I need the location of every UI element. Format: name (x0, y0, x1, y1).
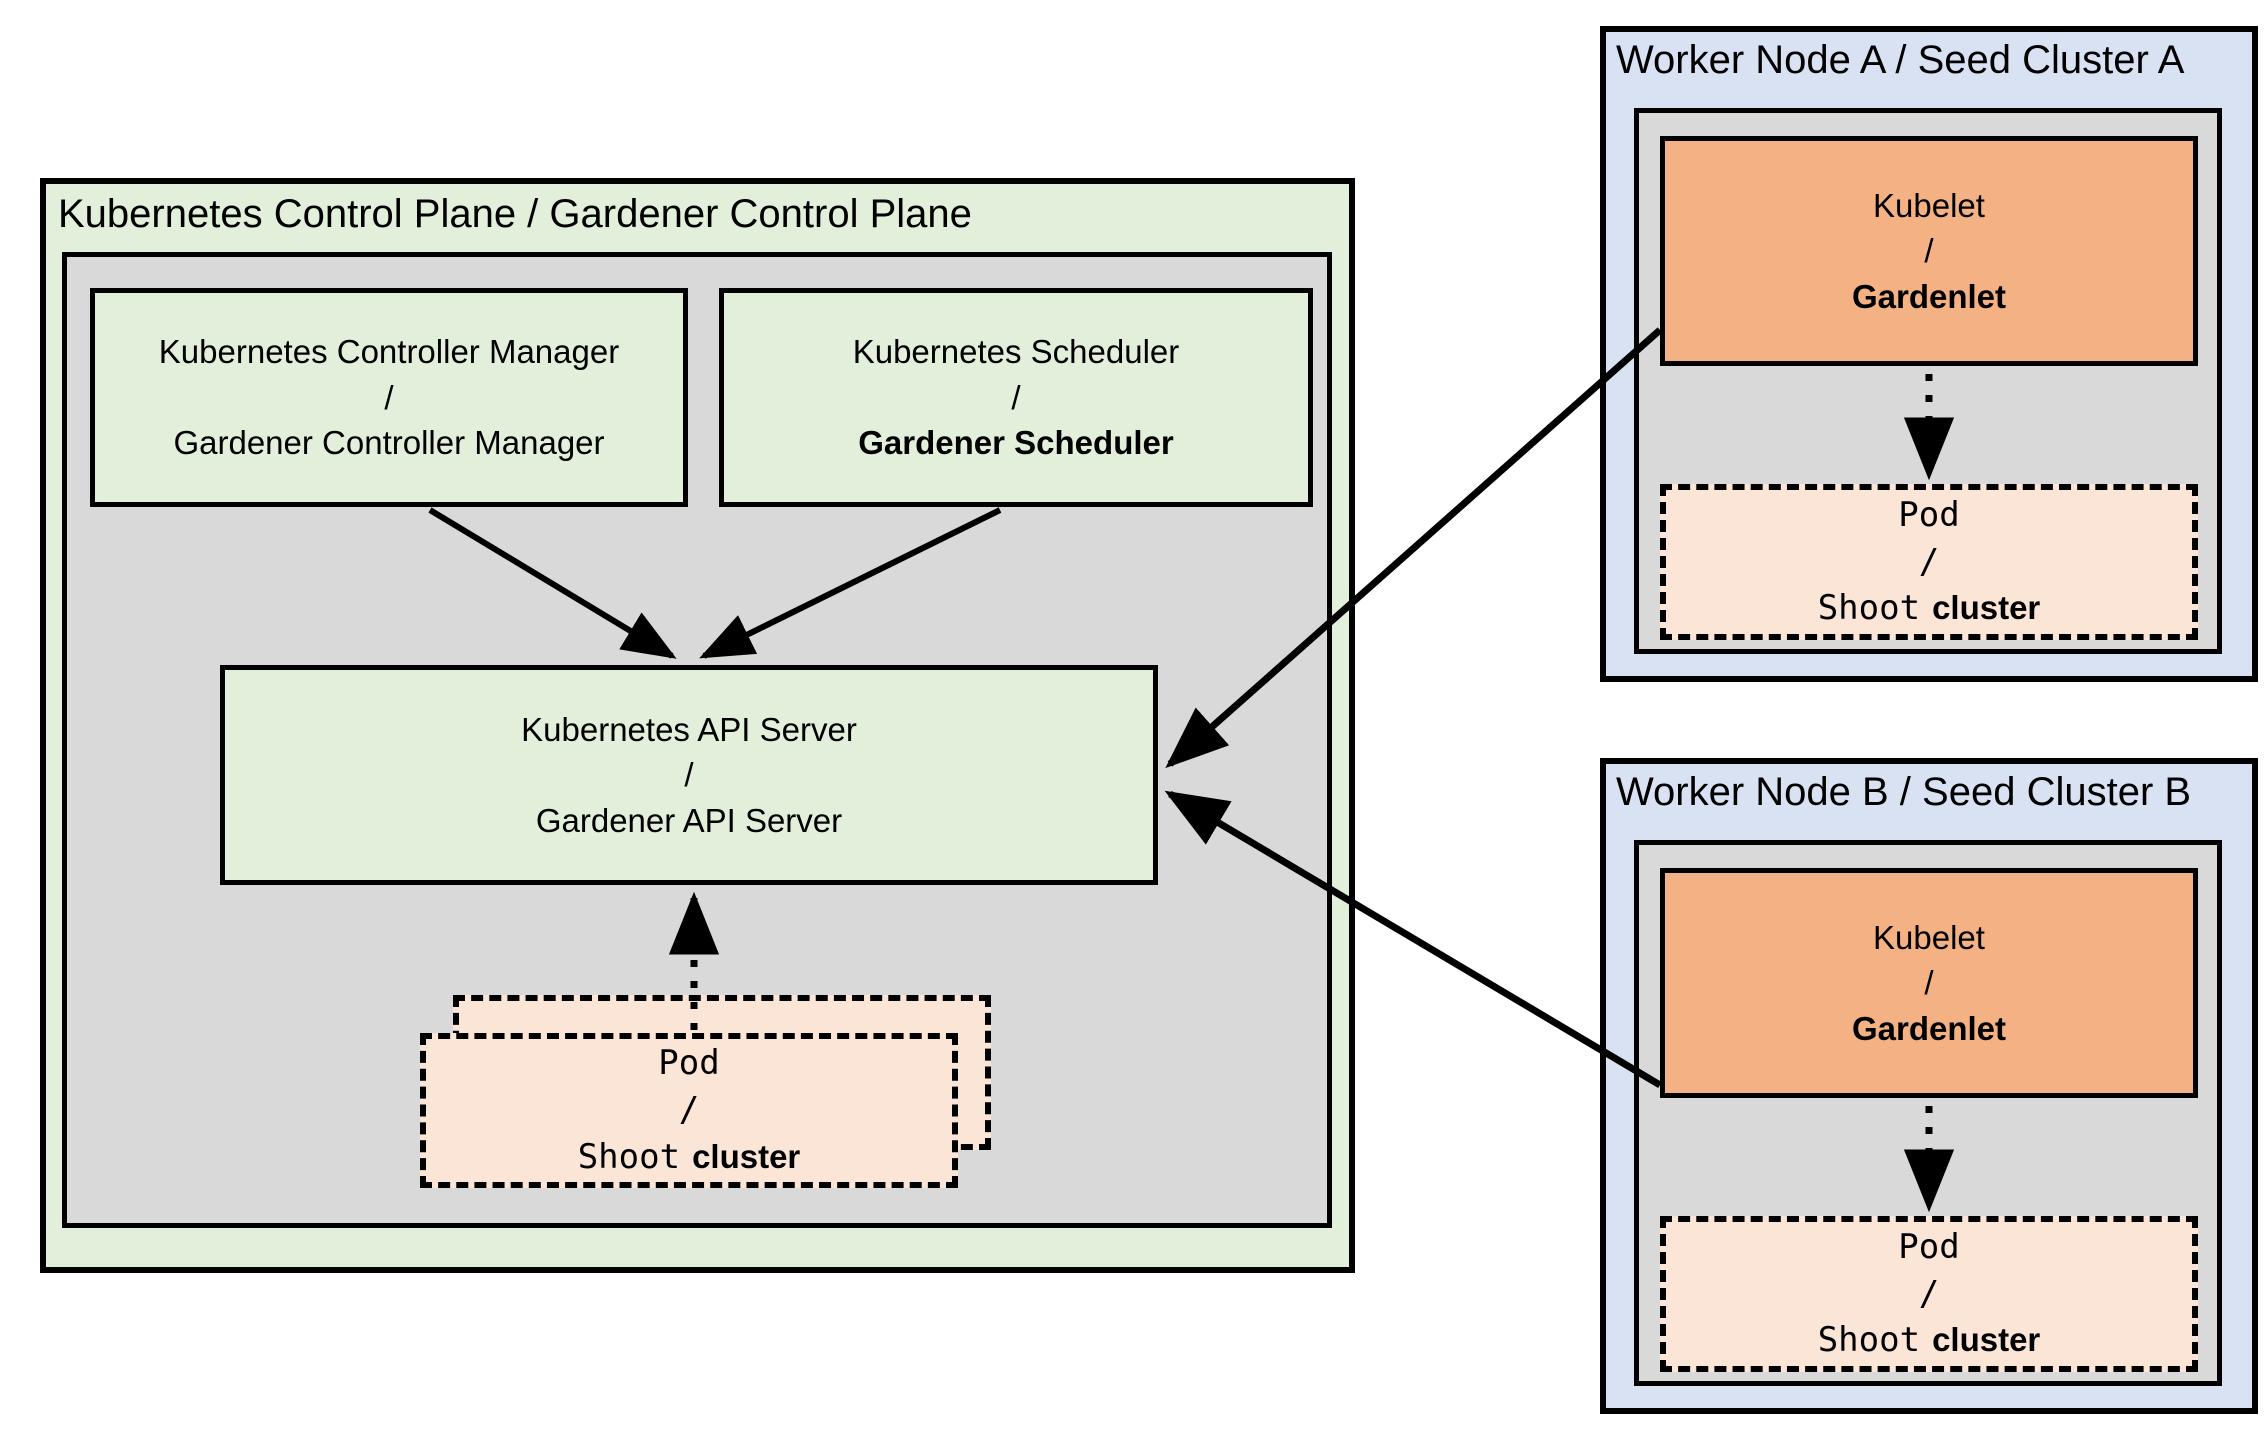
kubelet-b-line2: Gardenlet (1851, 1009, 2007, 1047)
kubelet-a-separator: / (1924, 232, 1934, 270)
kubelet-a-label: Kubelet / Gardenlet (1665, 141, 2193, 361)
kubelet-a-line2: Gardenlet (1851, 277, 2007, 315)
pod-shoot-cluster-a: Pod / Shoot cluster (1660, 484, 2198, 640)
pod-a-separator: / (1918, 541, 1940, 582)
kubelet-gardenlet-b-box: Kubelet / Gardenlet (1660, 868, 2198, 1098)
pod-b-shoot: Shoot (1817, 1320, 1921, 1361)
pod-b-separator: / (1918, 1273, 1940, 1314)
kubelet-b-label: Kubelet / Gardenlet (1665, 873, 2193, 1093)
worker-node-b-title: Worker Node B / Seed Cluster B (1616, 770, 2192, 814)
control-plane-title: Kubernetes Control Plane / Gardener Cont… (58, 192, 972, 236)
scheduler-line2: Gardener Scheduler (858, 424, 1174, 462)
pod-a-line1: Pod (1898, 494, 1960, 535)
scheduler-label: Kubernetes Scheduler / Gardener Schedule… (724, 293, 1308, 502)
pod-b-label: Pod / Shoot cluster (1666, 1222, 2192, 1366)
kubelet-b-separator: / (1924, 964, 1934, 1002)
controller-manager-line1: Kubernetes Controller Manager (158, 333, 620, 371)
pod-control-plane-cluster: cluster (692, 1137, 801, 1175)
pod-a-label: Pod / Shoot cluster (1666, 490, 2192, 634)
scheduler-separator: / (1011, 378, 1021, 416)
scheduler-box: Kubernetes Scheduler / Gardener Schedule… (719, 288, 1313, 507)
kubelet-b-line1: Kubelet (1873, 918, 1985, 956)
scheduler-line1: Kubernetes Scheduler (852, 333, 1180, 371)
worker-node-a-title: Worker Node A / Seed Cluster A (1616, 38, 2185, 82)
pod-b-cluster: cluster (1932, 1321, 2041, 1359)
controller-manager-separator: / (384, 378, 394, 416)
kubelet-a-line1: Kubelet (1873, 186, 1985, 224)
controller-manager-box: Kubernetes Controller Manager / Gardener… (90, 288, 688, 507)
api-server-label: Kubernetes API Server / Gardener API Ser… (225, 670, 1153, 880)
pod-shoot-cluster-b: Pod / Shoot cluster (1660, 1216, 2198, 1372)
api-server-box: Kubernetes API Server / Gardener API Ser… (220, 665, 1158, 885)
pod-control-plane-label: Pod / Shoot cluster (426, 1039, 952, 1182)
api-server-line2: Gardener API Server (535, 801, 843, 839)
controller-manager-label: Kubernetes Controller Manager / Gardener… (95, 293, 683, 502)
api-server-separator: / (684, 756, 694, 794)
pod-a-cluster: cluster (1932, 589, 2041, 627)
pod-control-plane-line1: Pod (658, 1043, 720, 1084)
pod-b-line2: Shoot cluster (1818, 1317, 2041, 1364)
pod-b-line1: Pod (1898, 1226, 1960, 1267)
pod-control-plane-line2: Shoot cluster (578, 1134, 801, 1181)
pod-a-shoot: Shoot (1817, 588, 1921, 629)
controller-manager-line2: Gardener Controller Manager (173, 424, 605, 462)
pod-shoot-cluster-control-plane: Pod / Shoot cluster (420, 1033, 958, 1188)
kubelet-gardenlet-a-box: Kubelet / Gardenlet (1660, 136, 2198, 366)
pod-control-plane-shoot: Shoot (577, 1136, 681, 1177)
api-server-line1: Kubernetes API Server (521, 710, 857, 748)
pod-control-plane-separator: / (678, 1090, 700, 1131)
pod-a-line2: Shoot cluster (1818, 585, 2041, 632)
